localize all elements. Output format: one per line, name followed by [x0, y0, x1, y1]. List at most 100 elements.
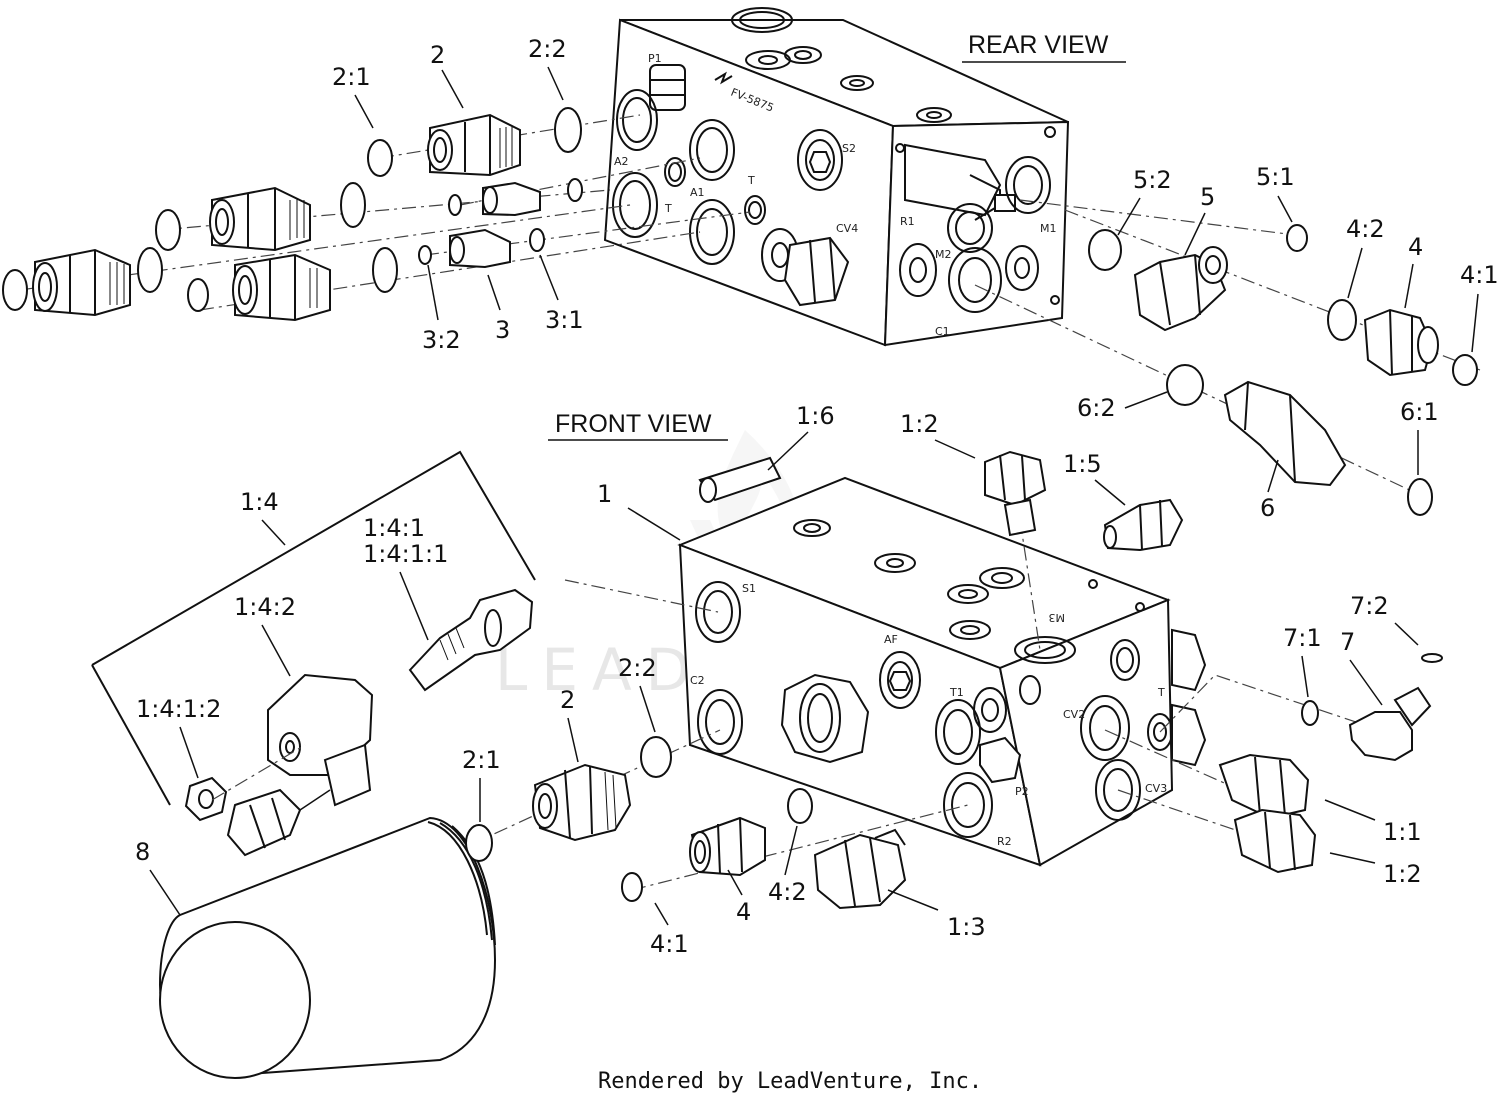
rear-port-a2 — [616, 89, 658, 151]
rear-port-m1 — [1005, 156, 1051, 214]
front-label-af: AF — [884, 633, 898, 646]
front-centerline-e — [1117, 789, 1251, 836]
rear-fitting-left-bottom — [187, 247, 398, 322]
front-plug-1-3 — [813, 828, 907, 910]
rear-port-lower-mid — [689, 199, 735, 265]
rear-callout-3-1: 3:1 — [545, 306, 584, 334]
rear-fitting-left-mid — [155, 182, 366, 252]
rear-label-a1: A1 — [690, 186, 705, 199]
front-callout-4-2: 4:2 — [768, 878, 807, 906]
front-callout-1-4-1: 1:4:1 — [363, 514, 425, 542]
front-label-t: T — [1157, 686, 1165, 699]
rear-port-r1-relief-valve — [904, 143, 1002, 217]
rear-fitting-left-lower — [2, 247, 163, 317]
front-port-s1 — [695, 581, 741, 643]
rear-callout-2-2: 2:2 — [528, 35, 567, 63]
front-callout-1-2-top: 1:2 — [900, 410, 939, 438]
front-manifold-block: M3 S1 AF C2 T1 P2 R2 — [677, 456, 1207, 867]
rear-callout-3-2: 3:2 — [422, 326, 461, 354]
front-label-m3: M3 — [1049, 611, 1066, 624]
rear-port-c1 — [948, 247, 1002, 313]
solenoid-cartridge-1-4-1 — [408, 588, 534, 692]
front-centerline-c — [631, 804, 969, 891]
front-callout-2-2: 2:2 — [618, 654, 657, 682]
front-callout-1-2: 1:2 — [1383, 860, 1422, 888]
front-port-cv2 — [1080, 695, 1130, 761]
rear-label-p1: P1 — [648, 52, 662, 65]
front-port-r2 — [943, 772, 993, 838]
front-callout-1-1: 1:1 — [1383, 818, 1422, 846]
rear-port-c1-left — [899, 243, 937, 297]
front-label-cv2: CV2 — [1063, 708, 1085, 721]
rear-callout-3: 3 — [495, 316, 510, 344]
rear-port-t — [744, 195, 766, 225]
rear-label-m2: M2 — [935, 248, 952, 261]
front-label-r2: R2 — [997, 835, 1012, 848]
front-label-c2: C2 — [690, 674, 705, 687]
nut-1-4-1-2 — [184, 776, 228, 822]
rear-port-right-small — [1005, 245, 1039, 291]
front-callout-7-1: 7:1 — [1283, 624, 1322, 652]
rear-callout-2: 2 — [430, 41, 445, 69]
rear-label-c1: C1 — [935, 325, 950, 338]
rear-callout-6-1: 6:1 — [1400, 398, 1439, 426]
front-callout-1-6: 1:6 — [796, 402, 835, 430]
filter-8 — [158, 816, 497, 1079]
connector-icon — [226, 788, 302, 857]
rear-fitting-3-small-top — [448, 178, 583, 217]
front-callout-1-4: 1:4 — [240, 488, 279, 516]
front-centerline-f — [1159, 674, 1381, 733]
front-plug-1-2-bottom — [1233, 808, 1317, 874]
front-view-title: FRONT VIEW — [555, 410, 712, 438]
rear-fitting-2-top — [367, 107, 582, 177]
rear-port-s2 — [797, 129, 843, 191]
rear-view-title: REAR VIEW — [968, 31, 1109, 59]
front-callout-1-4-2: 1:4:2 — [234, 593, 296, 621]
rear-label-cv4: CV4 — [836, 222, 858, 235]
front-callout-4: 4 — [736, 898, 751, 926]
solenoid-assembly-1-4 — [91, 450, 536, 857]
front-port-m3 — [1014, 636, 1076, 664]
front-label-s1: S1 — [742, 582, 756, 595]
rear-label-t-left: T — [664, 202, 672, 215]
rear-centerline-a — [379, 114, 641, 159]
front-callout-4-1: 4:1 — [650, 930, 689, 958]
front-callout-2-1: 2:1 — [462, 746, 501, 774]
front-fitting-4 — [621, 788, 813, 902]
front-label-t1: T1 — [949, 686, 964, 699]
rear-label-t-top: T — [747, 174, 755, 187]
front-callout-1-4-1-2: 1:4:1:2 — [136, 695, 221, 723]
rear-callout-6: 6 — [1260, 494, 1275, 522]
front-fitting-2 — [465, 736, 672, 862]
rear-manifold-block: FV-5875 P1 A2 A1 T T S2 CV4 R1 — [603, 7, 1070, 347]
rear-callout-6-2: 6:2 — [1077, 394, 1116, 422]
rear-callout-5-2: 5:2 — [1133, 166, 1172, 194]
rear-fitting-4 — [1327, 299, 1478, 386]
front-callout-7: 7 — [1340, 628, 1355, 656]
front-callout-2: 2 — [560, 686, 575, 714]
rear-view-group: REAR VIEW — [2, 7, 1499, 522]
rear-label-a2: A2 — [614, 155, 629, 168]
front-callout-8: 8 — [135, 838, 150, 866]
rear-callout-4-1: 4:1 — [1460, 261, 1499, 289]
rear-callout-5-1: 5:1 — [1256, 163, 1295, 191]
rear-label-r1: R1 — [900, 215, 915, 228]
front-view-group: FRONT VIEW M3 S1 — [91, 402, 1443, 1079]
front-fitting-1-5 — [1103, 498, 1184, 552]
rear-callout-4-2: 4:2 — [1346, 215, 1385, 243]
front-callout-7-2: 7:2 — [1350, 592, 1389, 620]
front-plug-1-2-top — [984, 450, 1047, 537]
front-callout-1-5: 1:5 — [1063, 450, 1102, 478]
rear-label-m1: M1 — [1040, 222, 1057, 235]
rear-port-p1-plug — [649, 64, 686, 111]
front-port-p2-plug — [979, 736, 1022, 784]
rear-relief-stem — [994, 194, 1016, 212]
front-port-t1 — [935, 699, 981, 765]
front-callout-1-3: 1:3 — [947, 913, 986, 941]
render-credit: Rendered by LeadVenture, Inc. — [598, 1069, 982, 1094]
front-port-c2 — [697, 689, 743, 755]
rear-label-s2: S2 — [842, 142, 856, 155]
front-block-right-face — [998, 598, 1174, 867]
rear-callout-2-1: 2:1 — [332, 63, 371, 91]
rear-callout-4: 4 — [1408, 233, 1423, 261]
